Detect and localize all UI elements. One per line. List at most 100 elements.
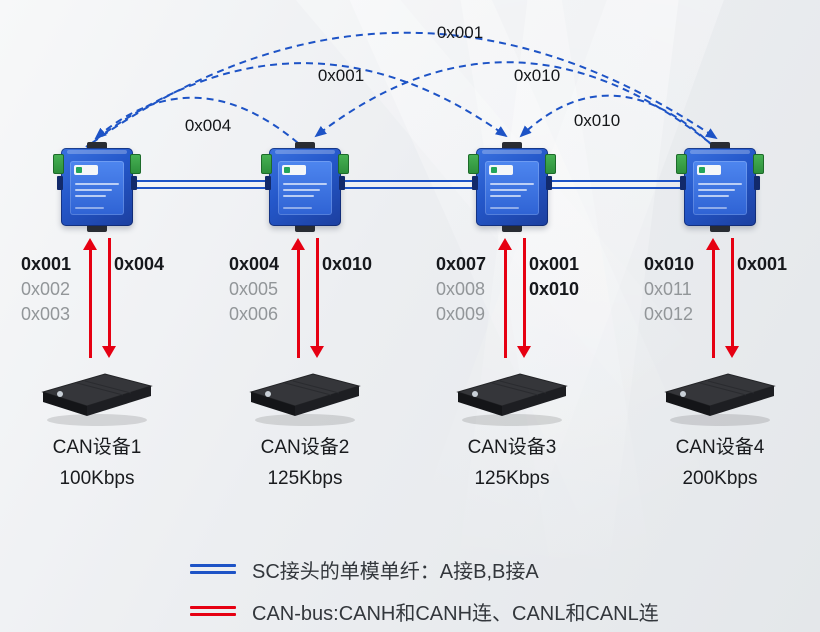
device-speed: 200Kbps bbox=[682, 468, 758, 489]
can-id: 0x010 bbox=[322, 254, 373, 274]
din-clip bbox=[87, 223, 107, 232]
can-id: 0x001 bbox=[529, 254, 580, 274]
converter-edge bbox=[275, 150, 335, 154]
down-id-list: 0x010 bbox=[322, 252, 384, 302]
label-text-line bbox=[283, 189, 320, 191]
device-speed: 100Kbps bbox=[59, 468, 135, 489]
can-id bbox=[737, 277, 799, 302]
brand-logo bbox=[74, 165, 98, 175]
label-text-line bbox=[283, 207, 312, 209]
brand-logo bbox=[282, 165, 306, 175]
label-text-line bbox=[75, 183, 119, 185]
can-device-box bbox=[664, 373, 776, 426]
can-id: 0x005 bbox=[229, 279, 279, 299]
can-terminal-block bbox=[468, 154, 479, 174]
can-up-arrow bbox=[706, 238, 720, 358]
device-led bbox=[57, 391, 63, 397]
can-terminal-block bbox=[130, 154, 141, 174]
arrow-line bbox=[315, 238, 319, 348]
device-led bbox=[265, 391, 271, 397]
arrow-head bbox=[725, 346, 739, 358]
routing-arc-label: 0x004 bbox=[184, 116, 232, 135]
can-id: 0x011 bbox=[644, 279, 692, 299]
legend-bar bbox=[190, 613, 236, 616]
can-id: 0x007 bbox=[436, 254, 487, 274]
routing-arc-label: 0x010 bbox=[573, 111, 621, 130]
label-text-line bbox=[698, 195, 729, 197]
label-text-line bbox=[698, 189, 735, 191]
fiber-port bbox=[57, 176, 63, 190]
device-name: CAN设备2 bbox=[260, 437, 350, 458]
can-up-arrow bbox=[291, 238, 305, 358]
can-id: 0x010 bbox=[529, 279, 580, 299]
device-led bbox=[680, 391, 686, 397]
arrow-line bbox=[730, 238, 734, 348]
converter-label-panel bbox=[278, 161, 332, 215]
fiber-port bbox=[131, 176, 137, 190]
converter-edge bbox=[690, 150, 750, 154]
arrow-head bbox=[498, 238, 512, 250]
legend-bar bbox=[190, 571, 236, 574]
din-clip bbox=[87, 142, 107, 151]
legend-canbus-row: CAN-bus:CANH和CANH连、CANL和CANL连 bbox=[190, 598, 659, 625]
device-name: CAN设备1 bbox=[52, 437, 142, 458]
label-text-line bbox=[490, 195, 521, 197]
can-fiber-converter-4 bbox=[676, 142, 764, 232]
can-terminal-block bbox=[676, 154, 687, 174]
can-device-box bbox=[456, 373, 568, 426]
label-text-line bbox=[490, 207, 519, 209]
down-id-list: 0x001 bbox=[737, 252, 799, 302]
converter-label-panel bbox=[693, 161, 747, 215]
arrow-line bbox=[88, 248, 92, 358]
up-id-list: 0x004 0x005 0x006 bbox=[229, 252, 291, 327]
can-id: 0x012 bbox=[644, 304, 694, 324]
can-terminal-block bbox=[753, 154, 764, 174]
label-text-line bbox=[283, 195, 314, 197]
device-speed: 125Kbps bbox=[474, 468, 550, 489]
arrow-head bbox=[706, 238, 720, 250]
arrow-head bbox=[83, 238, 97, 250]
can-id bbox=[322, 277, 384, 302]
converter-edge bbox=[67, 150, 127, 154]
can-node-4: 0x010 0x011 0x012 0x001 CAN设备4 200Kbps bbox=[640, 0, 800, 632]
can-up-arrow bbox=[83, 238, 97, 358]
can-node-2: 0x004 0x005 0x006 0x010 CAN设备2 125Kbps bbox=[225, 0, 385, 632]
label-text-line bbox=[490, 189, 527, 191]
arrow-line bbox=[296, 248, 300, 358]
canbus-line-icon bbox=[190, 606, 236, 616]
arrow-line bbox=[711, 248, 715, 358]
can-id: 0x006 bbox=[229, 304, 279, 324]
down-id-list: 0x001 0x010 bbox=[529, 252, 591, 302]
arrow-head bbox=[291, 238, 305, 250]
routing-arc-label: 0x010 bbox=[513, 66, 561, 85]
device-name: CAN设备3 bbox=[467, 437, 557, 458]
up-id-list: 0x010 0x011 0x012 bbox=[644, 252, 706, 327]
label-text-line bbox=[283, 183, 327, 185]
legend-fiber-row: SC接头的单模单纤：A接B,B接A bbox=[190, 556, 539, 583]
converter-body bbox=[684, 148, 756, 226]
legend-fiber-label: SC接头的单模单纤：A接B,B接A bbox=[252, 560, 539, 583]
arrow-line bbox=[522, 238, 526, 348]
brand-logo bbox=[489, 165, 513, 175]
can-node-3: 0x007 0x008 0x009 0x001 0x010 CAN设备3 125… bbox=[432, 0, 592, 632]
routing-arc-label: 0x001 bbox=[436, 23, 484, 42]
up-id-list: 0x007 0x008 0x009 bbox=[436, 252, 498, 327]
converter-label-panel bbox=[70, 161, 124, 215]
can-id: 0x009 bbox=[436, 304, 486, 324]
converter-body bbox=[61, 148, 133, 226]
fiber-line-icon bbox=[190, 564, 236, 574]
can-id bbox=[114, 277, 176, 302]
arrow-head bbox=[517, 346, 531, 358]
can-id: 0x001 bbox=[21, 254, 72, 274]
label-text-line bbox=[490, 183, 534, 185]
fiber-port bbox=[339, 176, 345, 190]
device-led bbox=[472, 391, 478, 397]
up-id-list: 0x001 0x002 0x003 bbox=[21, 252, 83, 327]
fiber-port bbox=[472, 176, 478, 190]
converter-edge bbox=[482, 150, 542, 154]
label-text-line bbox=[698, 183, 742, 185]
fiber-port bbox=[265, 176, 271, 190]
can-fiber-converter-3 bbox=[468, 142, 556, 232]
arrow-line bbox=[503, 248, 507, 358]
label-text-line bbox=[75, 195, 106, 197]
